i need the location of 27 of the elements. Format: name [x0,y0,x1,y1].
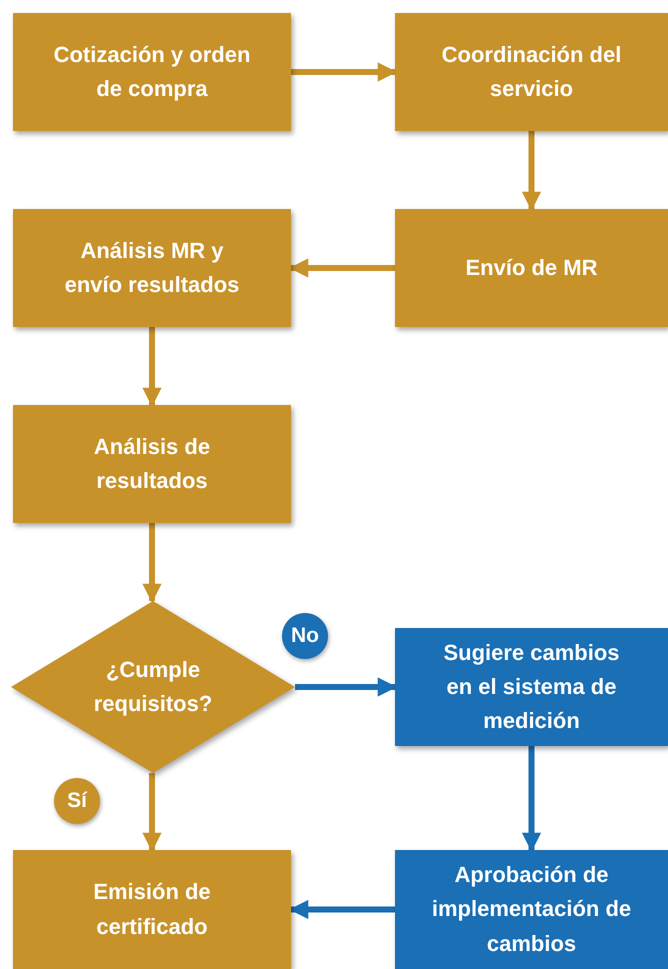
process-box [13,13,291,131]
process-box [395,209,668,327]
node-label: Sugiere cambios en el sistema de medición [442,638,621,736]
node-label: Aprobación de implementación de cambios [430,861,632,958]
arrow [289,900,395,920]
arrow [142,327,162,407]
edge-label: No [282,613,328,659]
arrow [295,677,397,697]
node-label: Coordinación del servicio [440,40,622,103]
node-label: Análisis de resultados [92,432,212,495]
arrow [142,773,162,852]
node-label: Envío de MR [465,254,598,282]
arrow [142,523,162,603]
node-label: Análisis MR y envío resultados [64,236,240,299]
process-box [13,405,291,523]
arrow [522,131,542,211]
process-box [395,628,668,746]
process-box [13,850,291,969]
process-box [395,850,668,969]
arrow [289,258,395,278]
edge-label: Sí [54,778,100,824]
node-label: Emisión de certificado [92,878,212,940]
node-label: Cotización y orden de compra [52,40,252,103]
arrow [291,62,397,82]
node-label: ¿Cumple requisitos? [92,656,214,718]
process-box [395,13,668,131]
process-box [13,209,291,327]
